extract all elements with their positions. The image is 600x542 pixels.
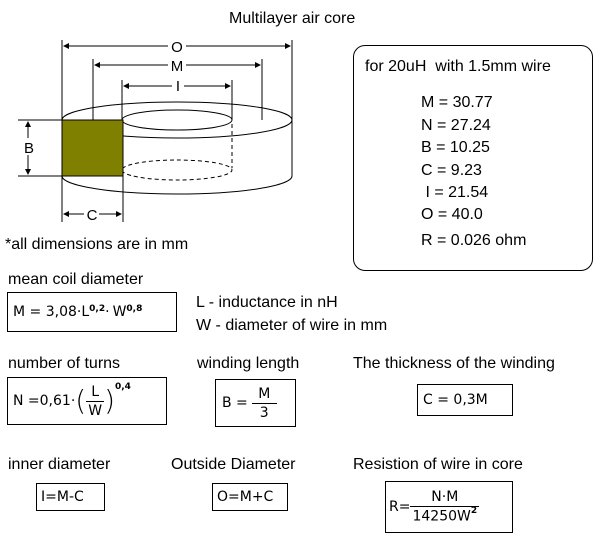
winding-length-fraction: M 3 — [251, 385, 277, 420]
turns-paren-close: ) — [104, 384, 115, 417]
inner-hidden-curve — [121, 159, 233, 181]
mean-formula-l-exp: 0,2 — [89, 304, 106, 314]
mean-diameter-label: mean coil diameter — [8, 271, 144, 288]
spec-b: B = 10.25 — [421, 139, 490, 156]
resistance-fraction: N·M 14250W2 — [410, 489, 480, 525]
coil-diagram: O M I B C — [18, 38, 293, 224]
page-title: Multilayer air core — [229, 10, 356, 27]
resistance-den-exp: 2 — [470, 506, 478, 517]
turns-formula: N =0,61· ( L W )0,4 — [7, 377, 167, 425]
legend-w: W - diameter of wire in mm — [196, 317, 388, 334]
turns-paren-open: ( — [75, 384, 87, 417]
spec-i: I = 21.54 — [421, 184, 489, 201]
mean-formula-lhs: M = 3,08· — [13, 304, 82, 320]
label-m: M — [171, 58, 184, 75]
winding-length-numerator: M — [258, 385, 271, 402]
winding-length-formula: B = M 3 — [215, 379, 296, 427]
resistance-label: Resistion of wire in core — [353, 456, 523, 473]
winding-length-lhs: B = — [222, 395, 248, 411]
resistance-numerator: N·M — [431, 489, 459, 506]
spec-panel: for 20uH with 1.5mm wire M = 30.77 N = 2… — [353, 45, 593, 271]
spec-r: R = 0.026 ohm — [421, 232, 527, 249]
turns-numerator: L — [91, 383, 100, 400]
mean-formula-l: L — [81, 304, 90, 320]
label-c: C — [87, 207, 98, 224]
inner-diameter-formula: I=M-C — [36, 483, 105, 511]
spec-o: O = 40.0 — [421, 206, 483, 223]
winding-cross-section — [61, 119, 124, 177]
inner-diameter-label: inner diameter — [8, 456, 111, 473]
units-note: *all dimensions are in mm — [5, 236, 189, 253]
outside-diameter-label: Outside Diameter — [171, 456, 296, 473]
resistance-denominator: 14250W2 — [410, 506, 480, 525]
label-o: O — [171, 39, 183, 56]
outside-diameter-formula: O=M+C — [212, 483, 288, 511]
mean-formula-w: W — [112, 304, 127, 320]
legend-l: L - inductance in nH — [196, 294, 338, 311]
label-i: I — [176, 78, 180, 95]
turns-fraction: L W — [86, 383, 105, 419]
thickness-formula: C = 0,3M — [417, 384, 513, 416]
label-b: B — [24, 140, 34, 157]
outer-bottom-curve — [61, 175, 293, 195]
resistance-den-base: 14250W — [412, 508, 471, 525]
inner-top-ellipse — [121, 109, 233, 131]
spec-c: C = 9.23 — [421, 162, 482, 179]
mean-formula-dot: · — [105, 304, 110, 320]
spec-n: N = 27.24 — [421, 117, 491, 134]
winding-length-label: winding length — [197, 355, 300, 372]
resistance-lhs: R= — [389, 499, 411, 515]
resistance-formula: R= N·M 14250W2 — [385, 481, 513, 533]
spec-header: for 20uH with 1.5mm wire — [365, 58, 551, 75]
spec-m: M = 30.77 — [421, 94, 493, 111]
turns-formula-lhs: N =0,61· — [13, 393, 76, 409]
winding-length-denominator: 3 — [251, 402, 277, 420]
mean-formula-w-exp: 0,8 — [126, 304, 143, 314]
turns-exponent: 0,4 — [115, 382, 131, 392]
turns-denominator: W — [86, 400, 105, 419]
turns-label: number of turns — [8, 355, 121, 372]
thickness-label: The thickness of the winding — [353, 355, 555, 372]
